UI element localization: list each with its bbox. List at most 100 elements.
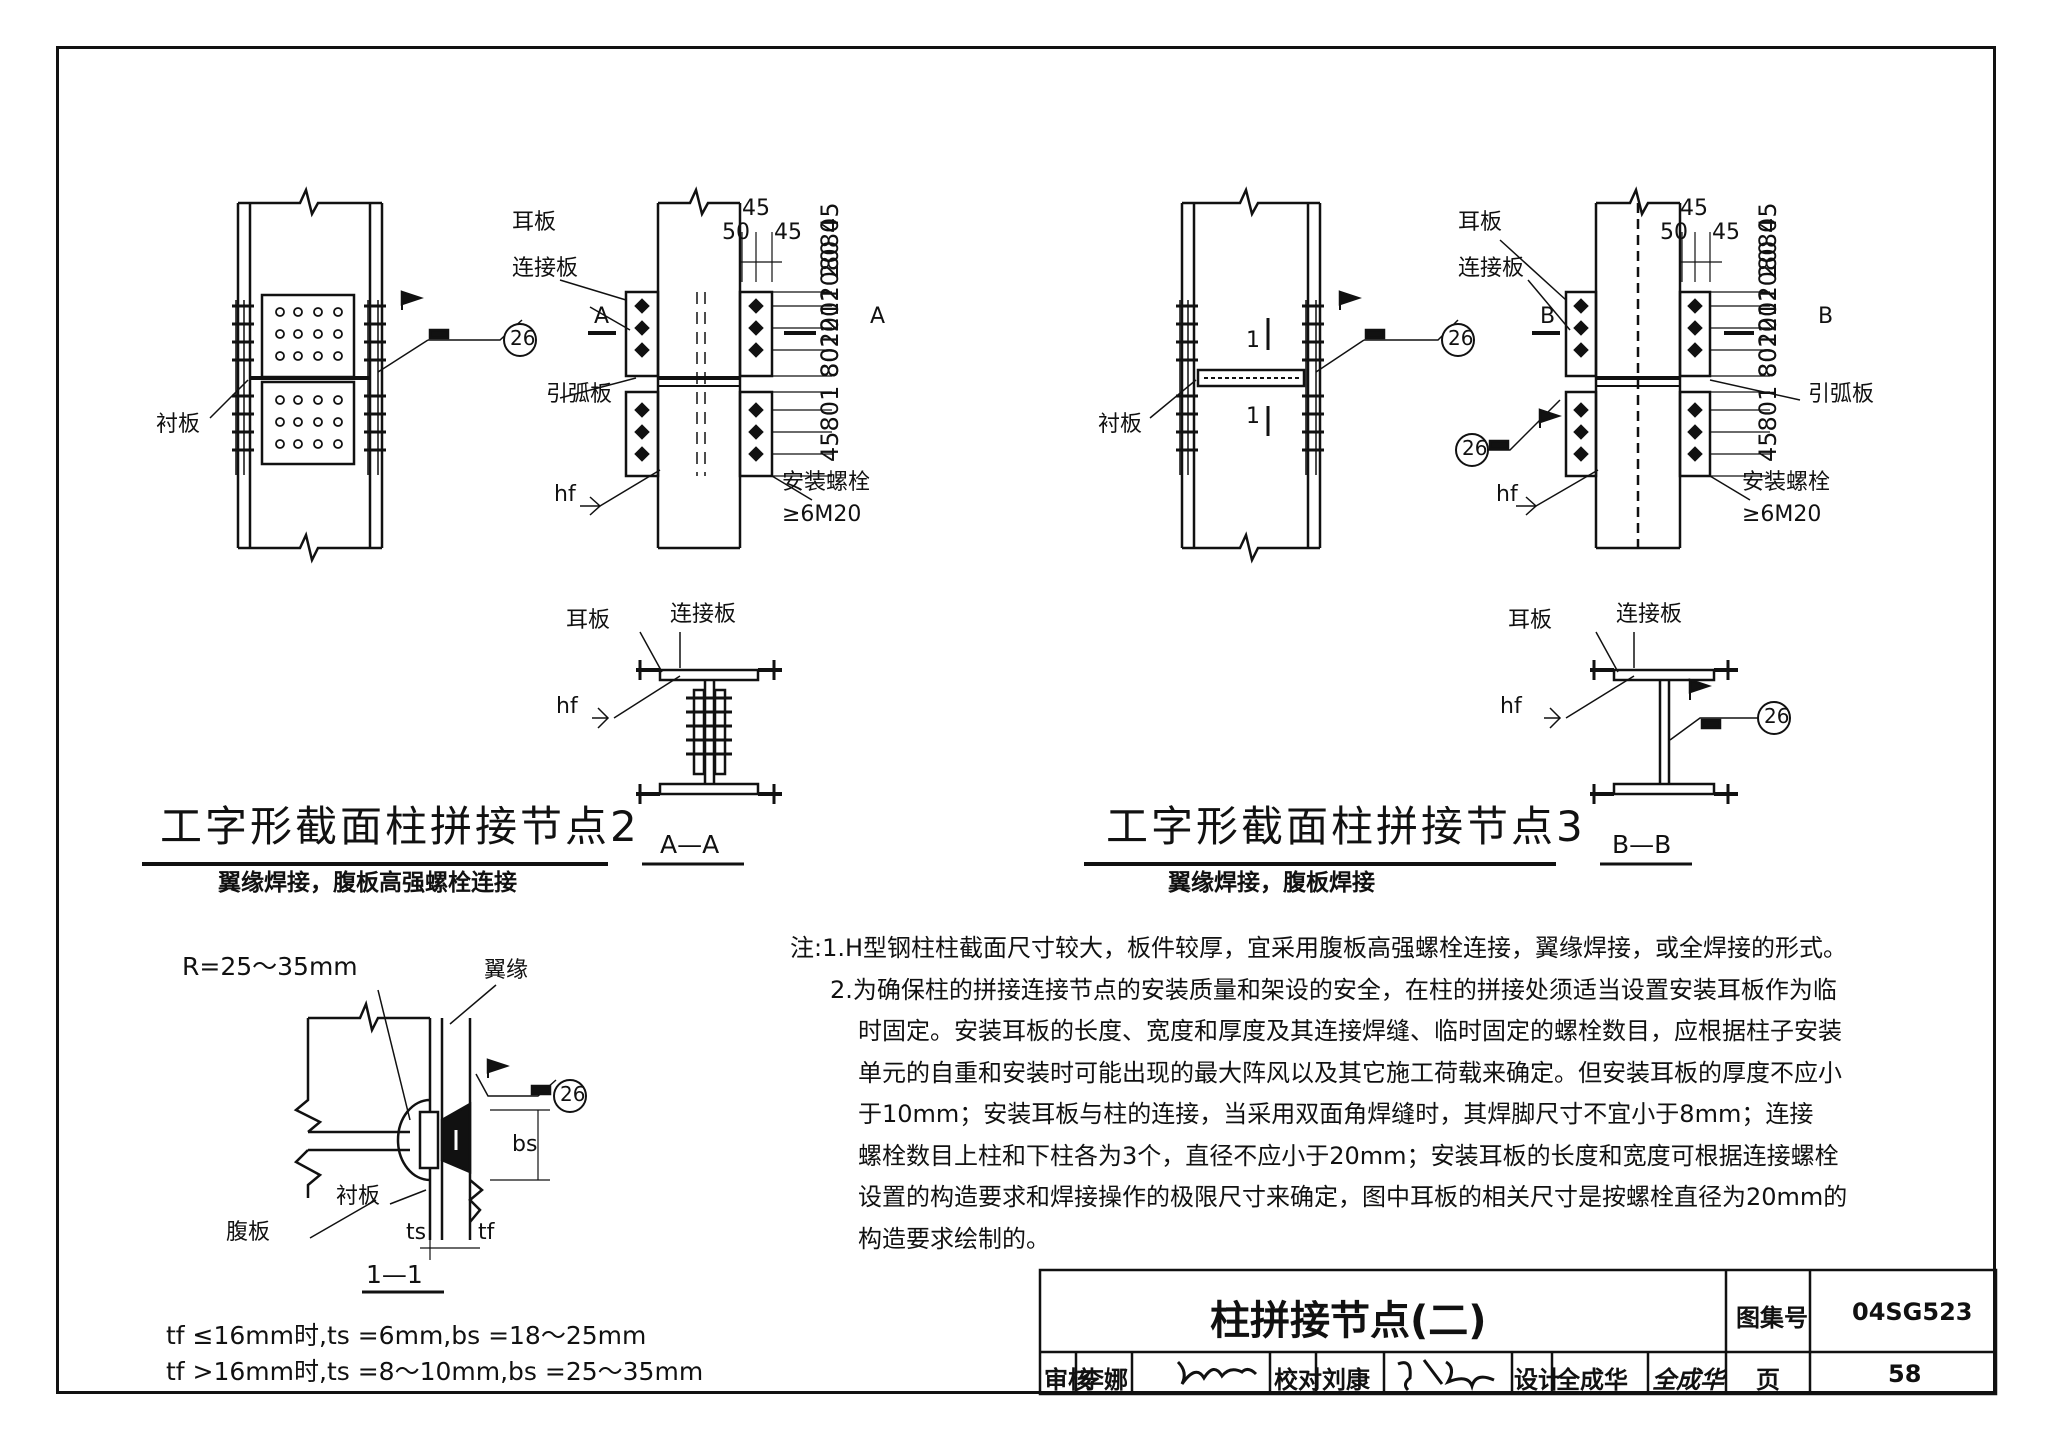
left-front-view xyxy=(588,186,816,550)
note-2-line-7: 构造要求绘制的。 xyxy=(858,1224,1050,1253)
left-hf-label: hf xyxy=(554,482,576,507)
left-dim-50: 50 xyxy=(722,220,750,245)
left-ear-plate-label: 耳板 xyxy=(512,210,557,235)
right-front-dims xyxy=(1680,232,1770,477)
detail-web: 腹板 xyxy=(226,1220,271,1245)
left-bolt-spec: ≥6M20 xyxy=(782,502,862,527)
right-hf-label: hf xyxy=(1496,482,1518,507)
note-2-line-3: 单元的自重和安装时可能出现的最大阵风以及其它施工荷载来确定。但安装耳板的厚度不应… xyxy=(858,1058,1842,1087)
left-connect-plate-label: 连接板 xyxy=(512,256,579,281)
right-weld-ref: 26 xyxy=(1448,326,1474,350)
weld-ref-circle-detail xyxy=(553,1079,587,1113)
right-dim-50: 50 xyxy=(1660,220,1688,245)
left-arc-plate-label: 引弧板 xyxy=(546,382,613,407)
section-a-name: A—A xyxy=(660,830,720,859)
detail-tf: tf xyxy=(478,1220,495,1245)
detail-weld-ref: 26 xyxy=(560,1082,586,1106)
right-arc-plate-label: 引弧板 xyxy=(1808,382,1875,407)
design-label: 设计 xyxy=(1514,1366,1562,1394)
right-front-bolts xyxy=(1573,298,1703,462)
page-label: 页 xyxy=(1756,1366,1780,1394)
detail-radius: R=25～35mm xyxy=(182,952,358,981)
weld-ref-circle-right-front xyxy=(1455,433,1489,467)
right-dims-side-lower: 45801 801201 2080 xyxy=(1754,217,1782,462)
section-b-name: B—B xyxy=(1612,830,1672,859)
note-2-line-1: 2.为确保柱的拼接连接节点的安装质量和架设的安全，在柱的拼接处须适当设置安装耳板… xyxy=(830,975,1837,1004)
right-section-mark-2: B xyxy=(1818,304,1834,329)
left-front-bolts xyxy=(634,298,764,462)
title-block-grid xyxy=(1038,1268,1998,1396)
reviewer-signature xyxy=(1176,1360,1258,1385)
weld-ref-circle-right xyxy=(1441,323,1475,357)
atlas-number: 04SG523 xyxy=(1852,1298,1973,1326)
left-dims-side-lower: 45801 801201 2080 xyxy=(816,217,844,462)
section-b-ear-plate: 耳板 xyxy=(1508,608,1553,633)
left-elev-side-bolts xyxy=(232,304,386,452)
left-section-mark-2: A xyxy=(870,304,886,329)
right-backing-label: 衬板 xyxy=(1098,412,1143,437)
detail-1-1 xyxy=(293,999,550,1260)
weld-ref-circle-section-b xyxy=(1757,701,1791,735)
designer-name: 全成华 xyxy=(1556,1366,1628,1394)
right-install-bolt-label: 安装螺栓 xyxy=(1742,470,1831,495)
designer-signature: 全成华 xyxy=(1652,1366,1724,1394)
right-cut-mark-upper: 1 xyxy=(1246,328,1260,353)
check-label: 校对 xyxy=(1274,1366,1322,1394)
left-backing-label: 衬板 xyxy=(156,412,201,437)
left-subtitle: 翼缘焊接，腹板高强螺栓连接 xyxy=(218,870,517,896)
section-a-hf: hf xyxy=(556,694,578,719)
detail-name: 1—1 xyxy=(366,1260,423,1289)
detail-flange: 翼缘 xyxy=(484,958,529,983)
note-2-line-4: 于10mm；安装耳板与柱的连接，当采用双面角焊缝时，其焊脚尺寸不宜小于8mm；连… xyxy=(858,1100,1814,1128)
right-front-view xyxy=(1532,186,1754,550)
left-dim-45-top: 45 xyxy=(742,196,770,221)
section-a-connect-plate: 连接板 xyxy=(670,602,737,627)
right-cut-mark-lower: 1 xyxy=(1246,404,1260,429)
left-front-dims xyxy=(740,232,832,477)
drawing-title: 柱拼接节点(二) xyxy=(1210,1298,1487,1344)
left-weld-ref: 26 xyxy=(510,326,536,350)
right-connect-plate-label: 连接板 xyxy=(1458,256,1525,281)
right-dim-45: 45 xyxy=(1712,220,1740,245)
right-front-weld-ref: 26 xyxy=(1462,436,1488,460)
left-dim-45: 45 xyxy=(774,220,802,245)
review-label: 审核 xyxy=(1044,1366,1092,1394)
note-2-line-2: 时固定。安装耳板的长度、宽度和厚度及其连接焊缝、临时固定的螺栓数目，应根据柱子安… xyxy=(858,1017,1842,1045)
notes-prefix: 注: xyxy=(790,934,823,962)
section-a xyxy=(636,660,782,804)
right-section-mark: B xyxy=(1540,304,1556,329)
detail-formula-2: tf >16mm时,ts =8～10mm,bs =25～35mm xyxy=(166,1357,704,1386)
right-elevation xyxy=(1179,186,1322,564)
note-1: 1.H型钢柱柱截面尺寸较大，板件较厚，宜采用腹板高强螺栓连接，翼缘焊接，或全焊接… xyxy=(822,934,1848,962)
right-dim-45-top: 45 xyxy=(1680,196,1708,221)
section-b xyxy=(1590,660,1738,804)
reviewer-name: 李娜 xyxy=(1080,1366,1128,1394)
right-subtitle: 翼缘焊接，腹板焊接 xyxy=(1168,870,1375,896)
section-b-weld-ref: 26 xyxy=(1764,704,1790,728)
section-b-hf: hf xyxy=(1500,694,1522,719)
left-elev-bolts xyxy=(275,307,343,449)
right-bolt-spec: ≥6M20 xyxy=(1742,502,1822,527)
section-b-connect-plate: 连接板 xyxy=(1616,602,1683,627)
weld-ref-circle-left xyxy=(503,323,537,357)
drawing-frame xyxy=(56,46,1996,1394)
detail-backing: 衬板 xyxy=(336,1184,381,1209)
checker-signature xyxy=(1397,1359,1495,1392)
right-title: 工字形截面柱拼接节点3 xyxy=(1106,802,1586,851)
atlas-label: 图集号 xyxy=(1736,1304,1808,1332)
notes-block: 注:1.H型钢柱柱截面尺寸较大，板件较厚，宜采用腹板高强螺栓连接，翼缘焊接，或全… xyxy=(790,928,1900,1260)
right-ear-plate-label: 耳板 xyxy=(1458,210,1503,235)
detail-ts: ts xyxy=(406,1220,427,1245)
left-install-bolt-label: 安装螺栓 xyxy=(782,470,871,495)
left-title: 工字形截面柱拼接节点2 xyxy=(160,802,640,851)
detail-bs: bs xyxy=(512,1132,538,1157)
checker-name: 刘康 xyxy=(1322,1366,1370,1394)
page-number: 58 xyxy=(1888,1360,1922,1388)
section-a-ear-plate: 耳板 xyxy=(566,608,611,633)
left-elevation xyxy=(235,186,384,564)
left-section-mark: A xyxy=(594,304,610,329)
note-2-line-5: 螺栓数目上柱和下柱各为3个，直径不应小于20mm；安装耳板的长度和宽度可根据连接… xyxy=(858,1141,1839,1170)
right-elev-side-bolts xyxy=(1176,304,1324,452)
signatures xyxy=(1176,1359,1495,1392)
